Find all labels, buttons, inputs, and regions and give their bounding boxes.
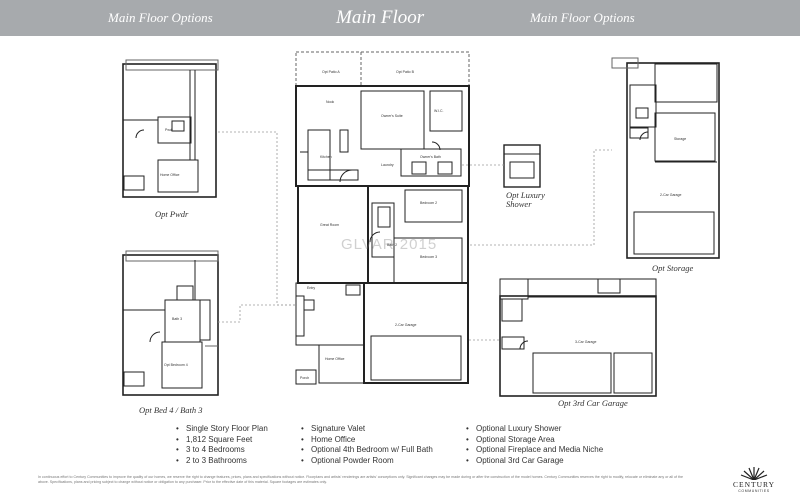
feature-list-3: Optional Luxury Shower Optional Storage … — [466, 424, 603, 466]
caption-opt-luxury-line1: Opt Luxury — [506, 190, 545, 200]
feature-list-1: Single Story Floor Plan 1,812 Square Fee… — [176, 424, 268, 466]
room-label-owners-bath: Owner's Bath — [420, 155, 441, 159]
header-left-title: Main Floor Options — [108, 10, 213, 25]
feature-item: Optional Storage Area — [466, 435, 603, 446]
room-label-bath-2: Bath 2 — [387, 243, 397, 247]
feature-item: Single Story Floor Plan — [176, 424, 268, 435]
feature-item: 3 to 4 Bedrooms — [176, 445, 268, 456]
feature-item: Signature Valet — [301, 424, 433, 435]
feature-item: Optional Luxury Shower — [466, 424, 603, 435]
caption-opt-pwdr: Opt Pwdr — [155, 209, 189, 219]
opt-storage-plan — [611, 57, 720, 259]
room-label-pwdr: Pwdr — [165, 128, 174, 132]
room-label-wic: W.I.C. — [434, 109, 444, 113]
room-label-nook: Nook — [326, 100, 334, 104]
disclaimer-text: In continuous effort to Century Communit… — [38, 475, 683, 484]
room-label-porch: Porch — [300, 376, 309, 380]
caption-opt-bed-bath: Opt Bed 4 / Bath 3 — [139, 405, 203, 415]
room-label-opt-patio-a: Opt Patio A — [322, 70, 340, 74]
room-label-owners-suite: Owner's Suite — [381, 114, 403, 118]
room-label-home-office: Home Office — [325, 357, 344, 361]
feature-item: Optional Powder Room — [301, 456, 433, 467]
opt-luxury-shower-plan — [503, 144, 541, 188]
logo-sub: COMMUNITIES — [738, 489, 770, 493]
caption-opt-luxury-line2: Shower — [506, 199, 532, 209]
logo-name: CENTURY — [732, 480, 775, 489]
room-label-kitchen: Kitchen — [320, 155, 332, 159]
main-floor-plan — [295, 51, 470, 385]
century-communities-logo: CENTURY COMMUNITIES — [728, 466, 780, 493]
room-label-great-room: Great Room — [320, 223, 339, 227]
header-center-title: Main Floor — [336, 7, 425, 28]
room-label-bedroom-2: Bedroom 2 — [420, 201, 437, 205]
room-label-home-office-opt: Home Office — [160, 173, 179, 177]
room-label-2car-garage: 2-Car Garage — [395, 323, 416, 327]
header-banner: Main Floor Options Main Floor Main Floor… — [0, 0, 800, 36]
room-label-bedroom-4: Opt Bedroom 4 — [164, 363, 188, 367]
room-label-entry: Entry — [307, 286, 315, 290]
feature-item: 2 to 3 Bathrooms — [176, 456, 268, 467]
header-right-title: Main Floor Options — [530, 10, 635, 25]
opt-bed4-bath3-plan — [122, 250, 219, 396]
room-label-bedroom-3: Bedroom 3 — [420, 255, 437, 259]
feature-item: 1,812 Square Feet — [176, 435, 268, 446]
feature-item: Optional 3rd Car Garage — [466, 456, 603, 467]
feature-item: Optional 4th Bedroom w/ Full Bath — [301, 445, 433, 456]
logo-fan-icon — [740, 467, 768, 480]
connector-lines — [218, 131, 612, 341]
caption-opt-storage: Opt Storage — [652, 263, 694, 273]
room-label-3car-garage: 3-Car Garage — [575, 340, 596, 344]
floor-plan-drawing: Opt Patio A Opt Patio B Nook Owner's Sui… — [122, 51, 720, 397]
feature-item: Optional Fireplace and Media Niche — [466, 445, 603, 456]
room-label-bath-3: Bath 3 — [172, 317, 182, 321]
room-label-opt-patio-b: Opt Patio B — [396, 70, 415, 74]
feature-list-2: Signature Valet Home Office Optional 4th… — [301, 424, 433, 466]
mls-watermark: GLVAR 2015 — [341, 236, 438, 253]
room-label-2car-garage-opt: 2-Car Garage — [660, 193, 681, 197]
opt-3rd-car-garage-plan — [499, 278, 657, 397]
feature-item: Home Office — [301, 435, 433, 446]
room-label-storage: Storage — [674, 137, 686, 141]
caption-opt-3rd-car-garage: Opt 3rd Car Garage — [558, 398, 628, 408]
room-label-laundry: Laundry — [381, 163, 394, 167]
opt-pwdr-plan — [122, 59, 219, 198]
